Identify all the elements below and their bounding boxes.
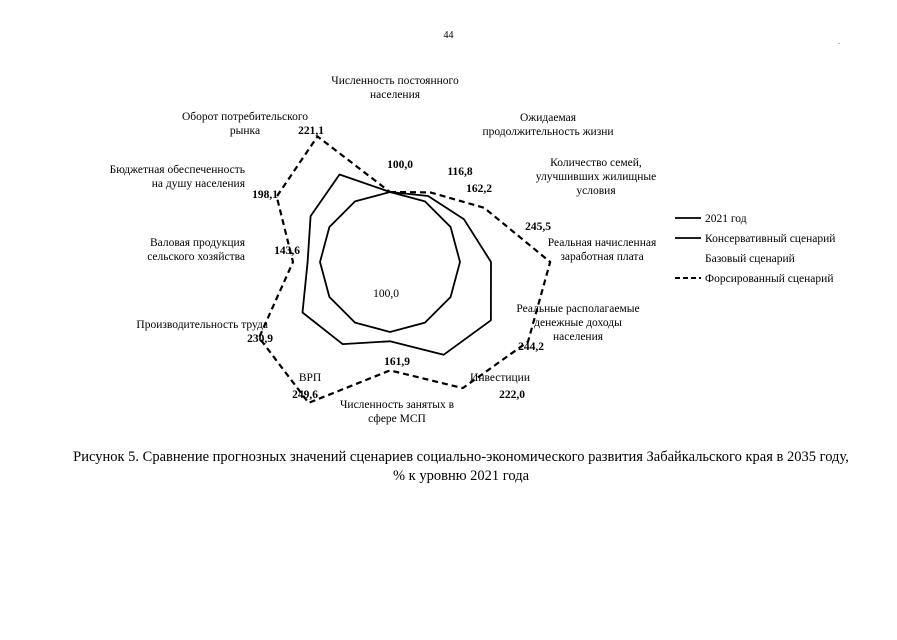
figure-caption: Рисунок 5. Сравнение прогнозных значений… <box>40 448 882 486</box>
value-label-7: 249,6 <box>292 389 318 401</box>
axis-label-8: Производительность труда <box>136 319 268 331</box>
series-line-0 <box>319 191 461 333</box>
legend-label-0: 2021 год <box>705 213 747 225</box>
legend-label-1: Консервативный сценарий <box>705 233 835 245</box>
value-label-3: 245,5 <box>525 221 551 233</box>
value-label-1: 116,8 <box>447 166 472 178</box>
value-label-11: 221,1 <box>298 125 324 137</box>
value-label-10: 198,1 <box>252 189 278 201</box>
value-label-2: 162,2 <box>466 183 492 195</box>
caption-line-1: Рисунок 5. Сравнение прогнозных значений… <box>73 449 849 465</box>
axis-label-5: Инвестиции <box>470 372 530 384</box>
value-label-6: 161,9 <box>384 356 410 368</box>
legend-label-2: Базовый сценарий <box>705 253 795 265</box>
caption-line-2: % к уровню 2021 года <box>392 468 530 484</box>
value-label-5: 222,0 <box>499 389 525 401</box>
series-line-1 <box>301 173 492 356</box>
value-label-9: 143,6 <box>274 245 300 257</box>
value-label-4: 244,2 <box>518 341 544 353</box>
series-layer <box>258 135 552 404</box>
page-number: 44 <box>443 30 454 41</box>
value-labels-layer: 100,0 116,8 162,2 245,5 244,2 222,0 161,9 249,6… <box>247 125 551 401</box>
stray-mark: . <box>838 36 841 46</box>
legend-label-3: Форсированный сценарий <box>705 273 833 285</box>
axis-label-7: ВРП <box>299 372 321 384</box>
center-value-label: 100,0 <box>373 288 399 300</box>
value-label-8: 230,9 <box>247 333 273 345</box>
value-label-0: 100,0 <box>387 159 413 171</box>
